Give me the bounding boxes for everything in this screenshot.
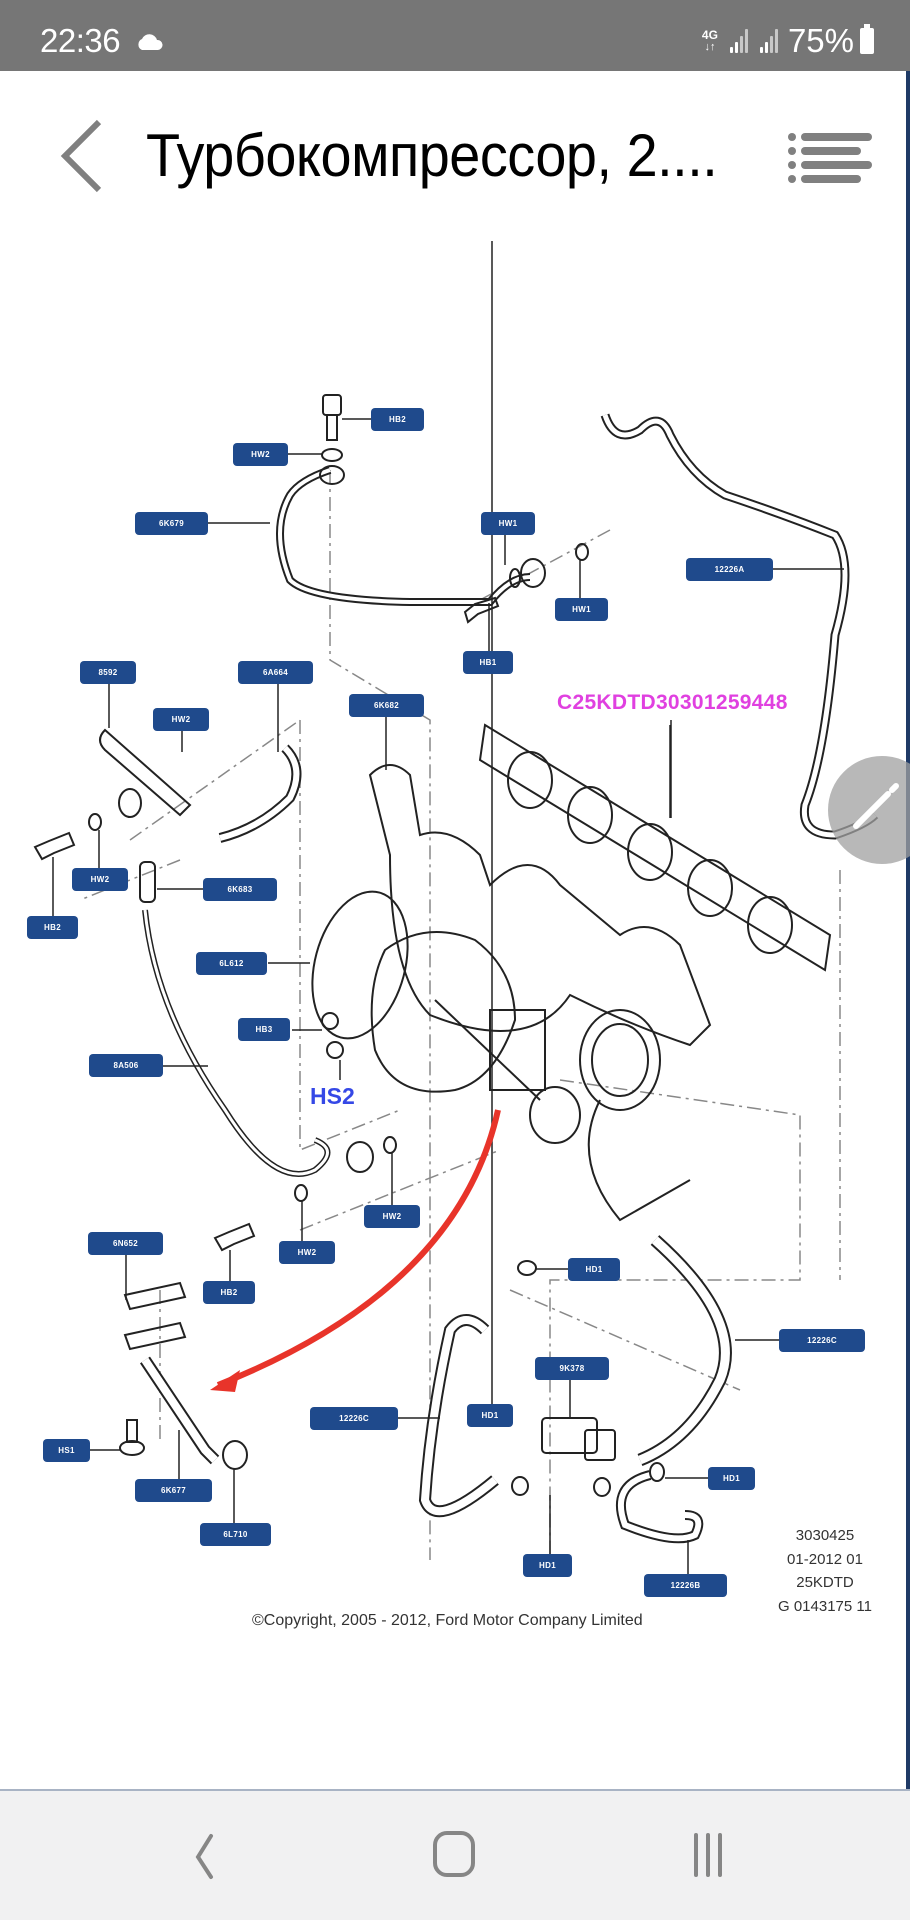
part-label[interactable]: 6K682	[349, 694, 424, 717]
chevron-left-icon	[60, 119, 102, 193]
nav-recents-icon	[694, 1833, 722, 1877]
part-label[interactable]: HB2	[203, 1281, 255, 1304]
nav-home-icon	[433, 1831, 475, 1877]
list-menu-button[interactable]	[788, 131, 872, 187]
part-label[interactable]: 6L612	[196, 952, 267, 975]
signal-icon	[728, 29, 750, 53]
copyright-text: ©Copyright, 2005 - 2012, Ford Motor Comp…	[252, 1612, 643, 1629]
list-menu-icon	[788, 133, 872, 183]
part-label[interactable]: HD1	[708, 1467, 755, 1490]
part-label[interactable]: HW2	[364, 1205, 420, 1228]
part-label[interactable]: HB3	[238, 1018, 290, 1041]
part-label[interactable]: 9K378	[535, 1357, 609, 1380]
part-label[interactable]: HB1	[463, 651, 513, 674]
diagram-drawing	[33, 241, 879, 1574]
part-label[interactable]: 6A664	[238, 661, 313, 684]
status-bar: 22:36 4G ↓↑ 75%	[0, 0, 910, 71]
nav-back-icon	[195, 1834, 213, 1879]
content-border	[906, 71, 910, 1789]
nav-home-button[interactable]	[425, 1831, 485, 1881]
part-label[interactable]: HW2	[233, 443, 288, 466]
page-title: Турбокомпрессор, 2....	[146, 122, 718, 189]
part-label[interactable]: HW2	[153, 708, 209, 731]
system-nav-bar	[0, 1789, 910, 1920]
part-label[interactable]: 6K679	[135, 512, 208, 535]
app-bar: Турбокомпрессор, 2....	[0, 71, 910, 241]
battery-percent: 75%	[787, 22, 854, 59]
engine-code-label: C25KDTD30301259448	[557, 691, 788, 714]
part-label[interactable]: 6N652	[88, 1232, 163, 1255]
part-label[interactable]: HW1	[481, 512, 535, 535]
battery-icon	[860, 24, 874, 54]
part-label[interactable]: HS1	[43, 1439, 90, 1462]
part-label[interactable]: 6K677	[135, 1479, 212, 1502]
part-label[interactable]: HW1	[555, 598, 608, 621]
part-label[interactable]: 8592	[80, 661, 136, 684]
parts-diagram[interactable]: C25KDTD30301259448 HS2 HB2 HW2 6K679 HW1…	[0, 241, 910, 1789]
part-label[interactable]: 12226C	[779, 1329, 865, 1352]
hs2-annotation: HS2	[310, 1083, 355, 1109]
part-label[interactable]: 12226A	[686, 558, 773, 581]
signal-icon	[758, 29, 780, 53]
part-label[interactable]: HB2	[27, 916, 78, 939]
back-button[interactable]	[55, 116, 115, 196]
status-time: 22:36	[40, 22, 121, 59]
part-label[interactable]: HB2	[371, 408, 424, 431]
nav-recents-button[interactable]	[680, 1831, 740, 1881]
cloud-icon	[138, 34, 163, 50]
status-indicators: 4G ↓↑ 75%	[700, 22, 874, 60]
part-label[interactable]: 8A506	[89, 1054, 163, 1077]
part-label[interactable]: 12226B	[644, 1574, 727, 1597]
network-type-indicator: 4G ↓↑	[701, 28, 718, 53]
part-label[interactable]: HD1	[467, 1404, 513, 1427]
part-label[interactable]: 6L710	[200, 1523, 271, 1546]
part-label[interactable]: HW2	[279, 1241, 335, 1264]
part-label[interactable]: 12226C	[310, 1407, 398, 1430]
annotation-arrowhead	[210, 1370, 240, 1392]
nav-back-button[interactable]	[180, 1831, 240, 1881]
part-label[interactable]: HD1	[568, 1258, 620, 1281]
annotation-arrow	[216, 1109, 501, 1388]
data-arrows-icon: ↓↑	[704, 41, 716, 53]
pencil-icon	[853, 783, 899, 829]
part-label[interactable]: HD1	[523, 1554, 572, 1577]
edit-fab-button[interactable]	[828, 756, 910, 864]
part-label[interactable]: HW2	[72, 868, 128, 891]
part-label[interactable]: 6K683	[203, 878, 277, 901]
diagram-reference: 3030425 01-2012 01 25KDTD G 0143175 11	[778, 1527, 872, 1615]
